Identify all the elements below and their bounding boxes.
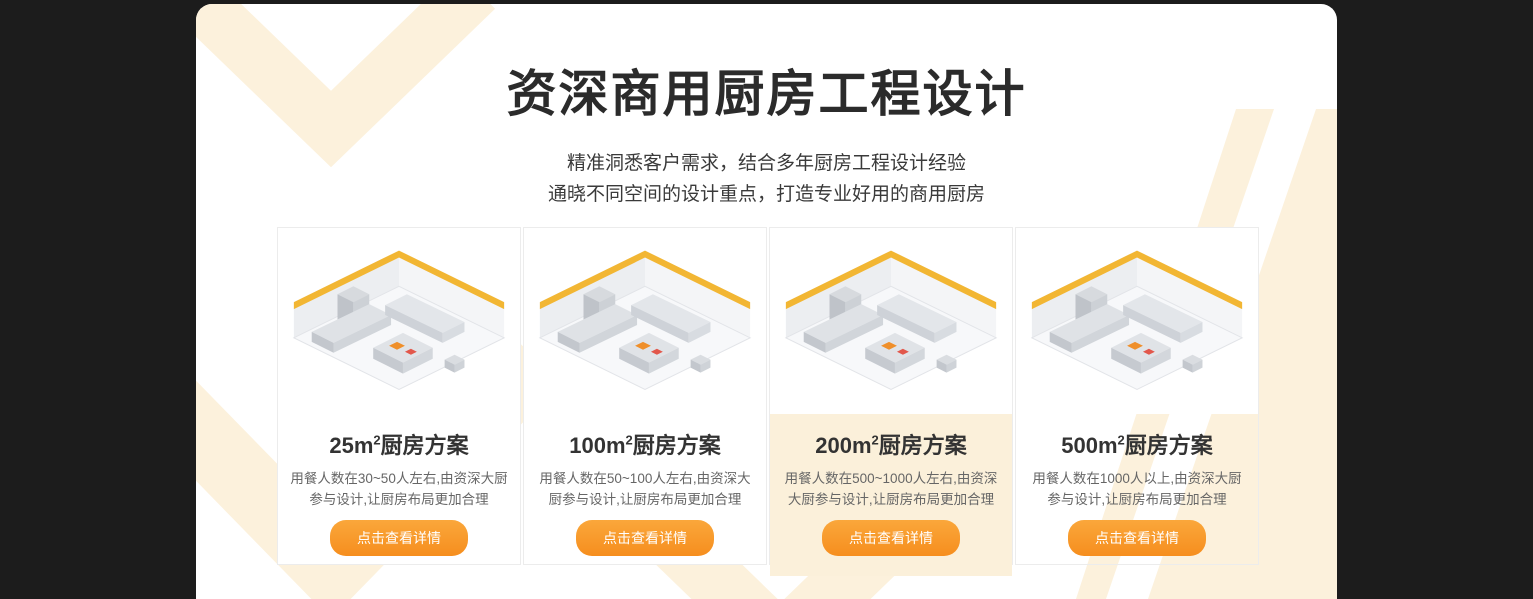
plan-area: 25m — [329, 433, 374, 458]
section-title: 资深商用厨房工程设计 — [506, 66, 1027, 122]
kitchen-design-section: 资深商用厨房工程设计 精准洞悉客户需求，结合多年厨房工程设计经验 通晓不同空间的… — [196, 4, 1337, 599]
plan-area: 200m — [815, 433, 872, 458]
plan-area-superscript: 2 — [373, 432, 381, 448]
plan-area-superscript: 2 — [1117, 432, 1125, 448]
plan-description: 用餐人数在500~1000人左右,由资深大厨参与设计,让厨房布局更加合理 — [784, 471, 998, 507]
plan-title-suffix: 厨房方案 — [632, 433, 721, 458]
plan-title: 100m2厨房方案 — [569, 428, 721, 460]
plan-card-body: 25m2厨房方案 用餐人数在30~50人左右,由资深大厨参与设计,让厨房布局更加… — [278, 414, 520, 576]
kitchen-illustration-500m2 — [1016, 228, 1258, 414]
plan-title: 200m2厨房方案 — [815, 428, 967, 460]
kitchen-illustration-25m2 — [278, 228, 520, 414]
plan-title-suffix: 厨房方案 — [380, 433, 469, 458]
view-details-button[interactable]: 点击查看详情 — [1068, 520, 1206, 556]
plan-area: 500m — [1061, 433, 1118, 458]
kitchen-illustration-200m2 — [770, 228, 1012, 414]
plan-description: 用餐人数在1000人以上,由资深大厨参与设计,让厨房布局更加合理 — [1032, 471, 1242, 507]
plan-card-200m2[interactable]: 200m2厨房方案 用餐人数在500~1000人左右,由资深大厨参与设计,让厨房… — [769, 227, 1013, 576]
plan-card-500m2[interactable]: 500m2厨房方案 用餐人数在1000人以上,由资深大厨参与设计,让厨房布局更加… — [1015, 227, 1259, 565]
plan-area: 100m — [569, 433, 626, 458]
plan-card-body: 100m2厨房方案 用餐人数在50~100人左右,由资深大厨参与设计,让厨房布局… — [524, 414, 766, 576]
plan-card-100m2[interactable]: 100m2厨房方案 用餐人数在50~100人左右,由资深大厨参与设计,让厨房布局… — [523, 227, 767, 565]
plan-area-superscript: 2 — [625, 432, 633, 448]
plan-title-suffix: 厨房方案 — [1124, 433, 1213, 458]
plan-card-body: 200m2厨房方案 用餐人数在500~1000人左右,由资深大厨参与设计,让厨房… — [770, 414, 1012, 576]
view-details-button[interactable]: 点击查看详情 — [576, 520, 714, 556]
plan-description: 用餐人数在50~100人左右,由资深大厨参与设计,让厨房布局更加合理 — [539, 471, 751, 507]
view-details-button[interactable]: 点击查看详情 — [330, 520, 468, 556]
plan-cards: 25m2厨房方案 用餐人数在30~50人左右,由资深大厨参与设计,让厨房布局更加… — [277, 227, 1259, 576]
section-subtitle-line2: 通晓不同空间的设计重点，打造专业好用的商用厨房 — [547, 184, 985, 205]
plan-area-superscript: 2 — [871, 432, 879, 448]
plan-title: 500m2厨房方案 — [1061, 428, 1213, 460]
plan-card-body: 500m2厨房方案 用餐人数在1000人以上,由资深大厨参与设计,让厨房布局更加… — [1016, 414, 1258, 576]
plan-title: 25m2厨房方案 — [329, 428, 468, 460]
section-subtitle-line1: 精准洞悉客户需求，结合多年厨房工程设计经验 — [566, 153, 966, 174]
view-details-button[interactable]: 点击查看详情 — [822, 520, 960, 556]
plan-card-25m2[interactable]: 25m2厨房方案 用餐人数在30~50人左右,由资深大厨参与设计,让厨房布局更加… — [277, 227, 521, 565]
plan-title-suffix: 厨房方案 — [878, 433, 967, 458]
plan-description: 用餐人数在30~50人左右,由资深大厨参与设计,让厨房布局更加合理 — [290, 471, 508, 507]
kitchen-illustration-100m2 — [524, 228, 766, 414]
